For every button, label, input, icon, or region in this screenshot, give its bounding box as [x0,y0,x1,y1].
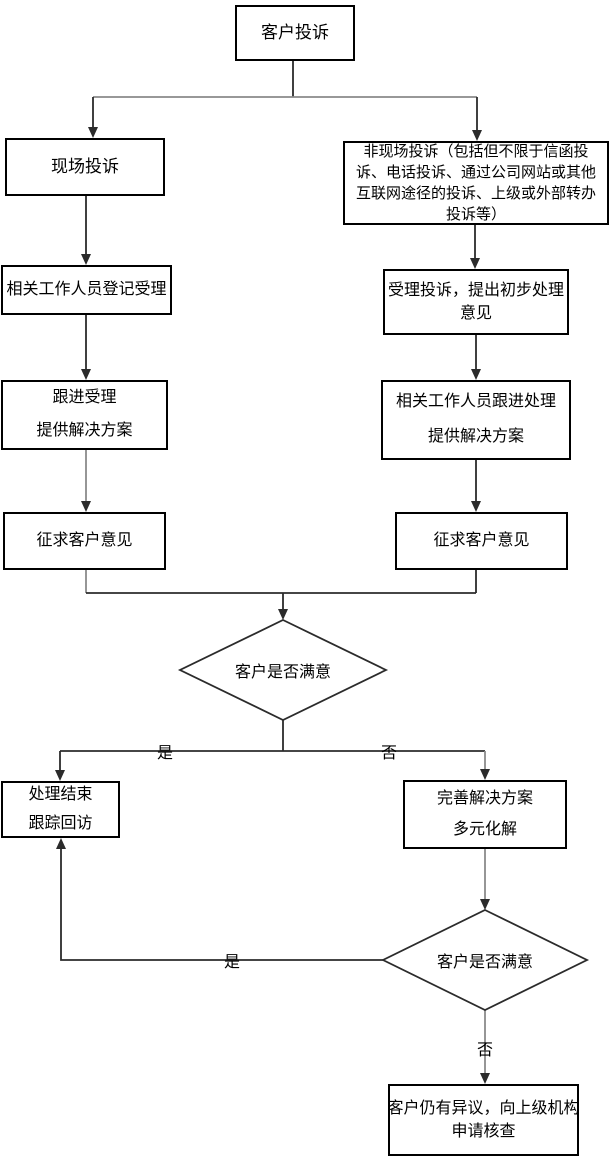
node-text: 意见 [459,305,492,322]
arrow-into-finish-top [55,770,65,781]
node-text: 客户仍有异议，向上级机构 [387,1099,580,1117]
node-text: 相关工作人员跟进处理 [395,393,556,411]
arrow-into-onsite [88,127,98,138]
edge-label-yes-2: 是 [223,954,241,971]
node-escalate-review: 客户仍有异议，向上级机构 申请核查 [387,1084,580,1156]
node-text: 客户投诉 [261,22,329,42]
node-ask-customer-opinion-right: 征求客户意见 [395,512,568,570]
arrow-into-escalate [480,1073,490,1084]
arrow-into-improve [480,769,490,780]
node-text: 诉、电话投诉、通过公司网站或其他 [355,164,596,181]
decision-diamond-2 [380,908,590,1012]
node-follow-up-accept: 跟进受理 提供解决方案 [1,380,168,450]
node-follow-up-handle: 相关工作人员跟进处理 提供解决方案 [381,380,571,460]
node-text: 完善解决方案 [436,789,533,807]
connectors [59,61,486,1073]
node-text: 处理结束 [28,785,93,803]
edge-label-yes-1: 是 [156,745,174,762]
decision-diamonds [177,618,590,1012]
decision-text: 客户是否满意 [234,664,331,681]
decision-text: 客户是否满意 [436,954,533,971]
edge-yes2-return [60,849,383,961]
node-onsite-complaint: 现场投诉 [5,138,165,196]
arrow-into-follow-offsite [471,369,481,380]
node-text: 互联网途径的投诉、上级或外部转办 [355,185,596,202]
node-text: 提供解决方案 [36,422,133,439]
edge-label-no-1: 否 [380,745,398,762]
node-improve-solution: 完善解决方案 多元化解 [403,780,567,849]
node-text: 现场投诉 [51,156,119,176]
arrow-into-decision2 [480,899,490,910]
node-text: 投诉等） [445,206,506,223]
arrowheads [55,127,490,1084]
node-text: 受理投诉，提出初步处理 [387,281,564,299]
node-ask-customer-opinion-left: 征求客户意见 [3,512,166,570]
node-customer-complaint: 客户投诉 [235,5,355,61]
decision-customer-satisfied-1: 客户是否满意 [193,655,373,685]
edge-label-no-2: 否 [476,1042,494,1059]
arrow-into-ask-left [81,501,91,512]
decision-customer-satisfied-2: 客户是否满意 [395,945,575,975]
arrow-into-ask-right [471,501,481,512]
node-text: 相关工作人员登记受理 [6,280,167,298]
node-finish-followup: 处理结束 跟踪回访 [1,781,120,838]
node-register-accept: 相关工作人员登记受理 [1,265,172,315]
node-text: 申请核查 [451,1123,516,1140]
arrow-into-register [81,254,91,265]
node-text: 多元化解 [452,820,517,838]
node-initial-opinion: 受理投诉，提出初步处理 意见 [383,269,569,335]
arrow-into-initial [470,258,480,269]
arrow-into-finish-bottom [56,838,66,849]
arrow-into-offsite [472,130,482,141]
arrow-into-decision1 [278,609,288,620]
node-text: 征求客户意见 [36,531,133,549]
node-text: 跟进受理 [52,389,117,407]
arrow-into-follow-onsite [81,369,91,380]
node-offsite-complaint: 非现场投诉（包括但不限于信函投 诉、电话投诉、通过公司网站或其他 互联网途径的投… [343,141,609,225]
decision-diamond-1 [177,618,389,722]
node-text: 征求客户意见 [433,531,530,549]
node-text: 提供解决方案 [427,428,524,445]
node-text: 跟踪回访 [28,814,93,832]
node-text: 非现场投诉（包括但不限于信函投 [363,143,589,160]
